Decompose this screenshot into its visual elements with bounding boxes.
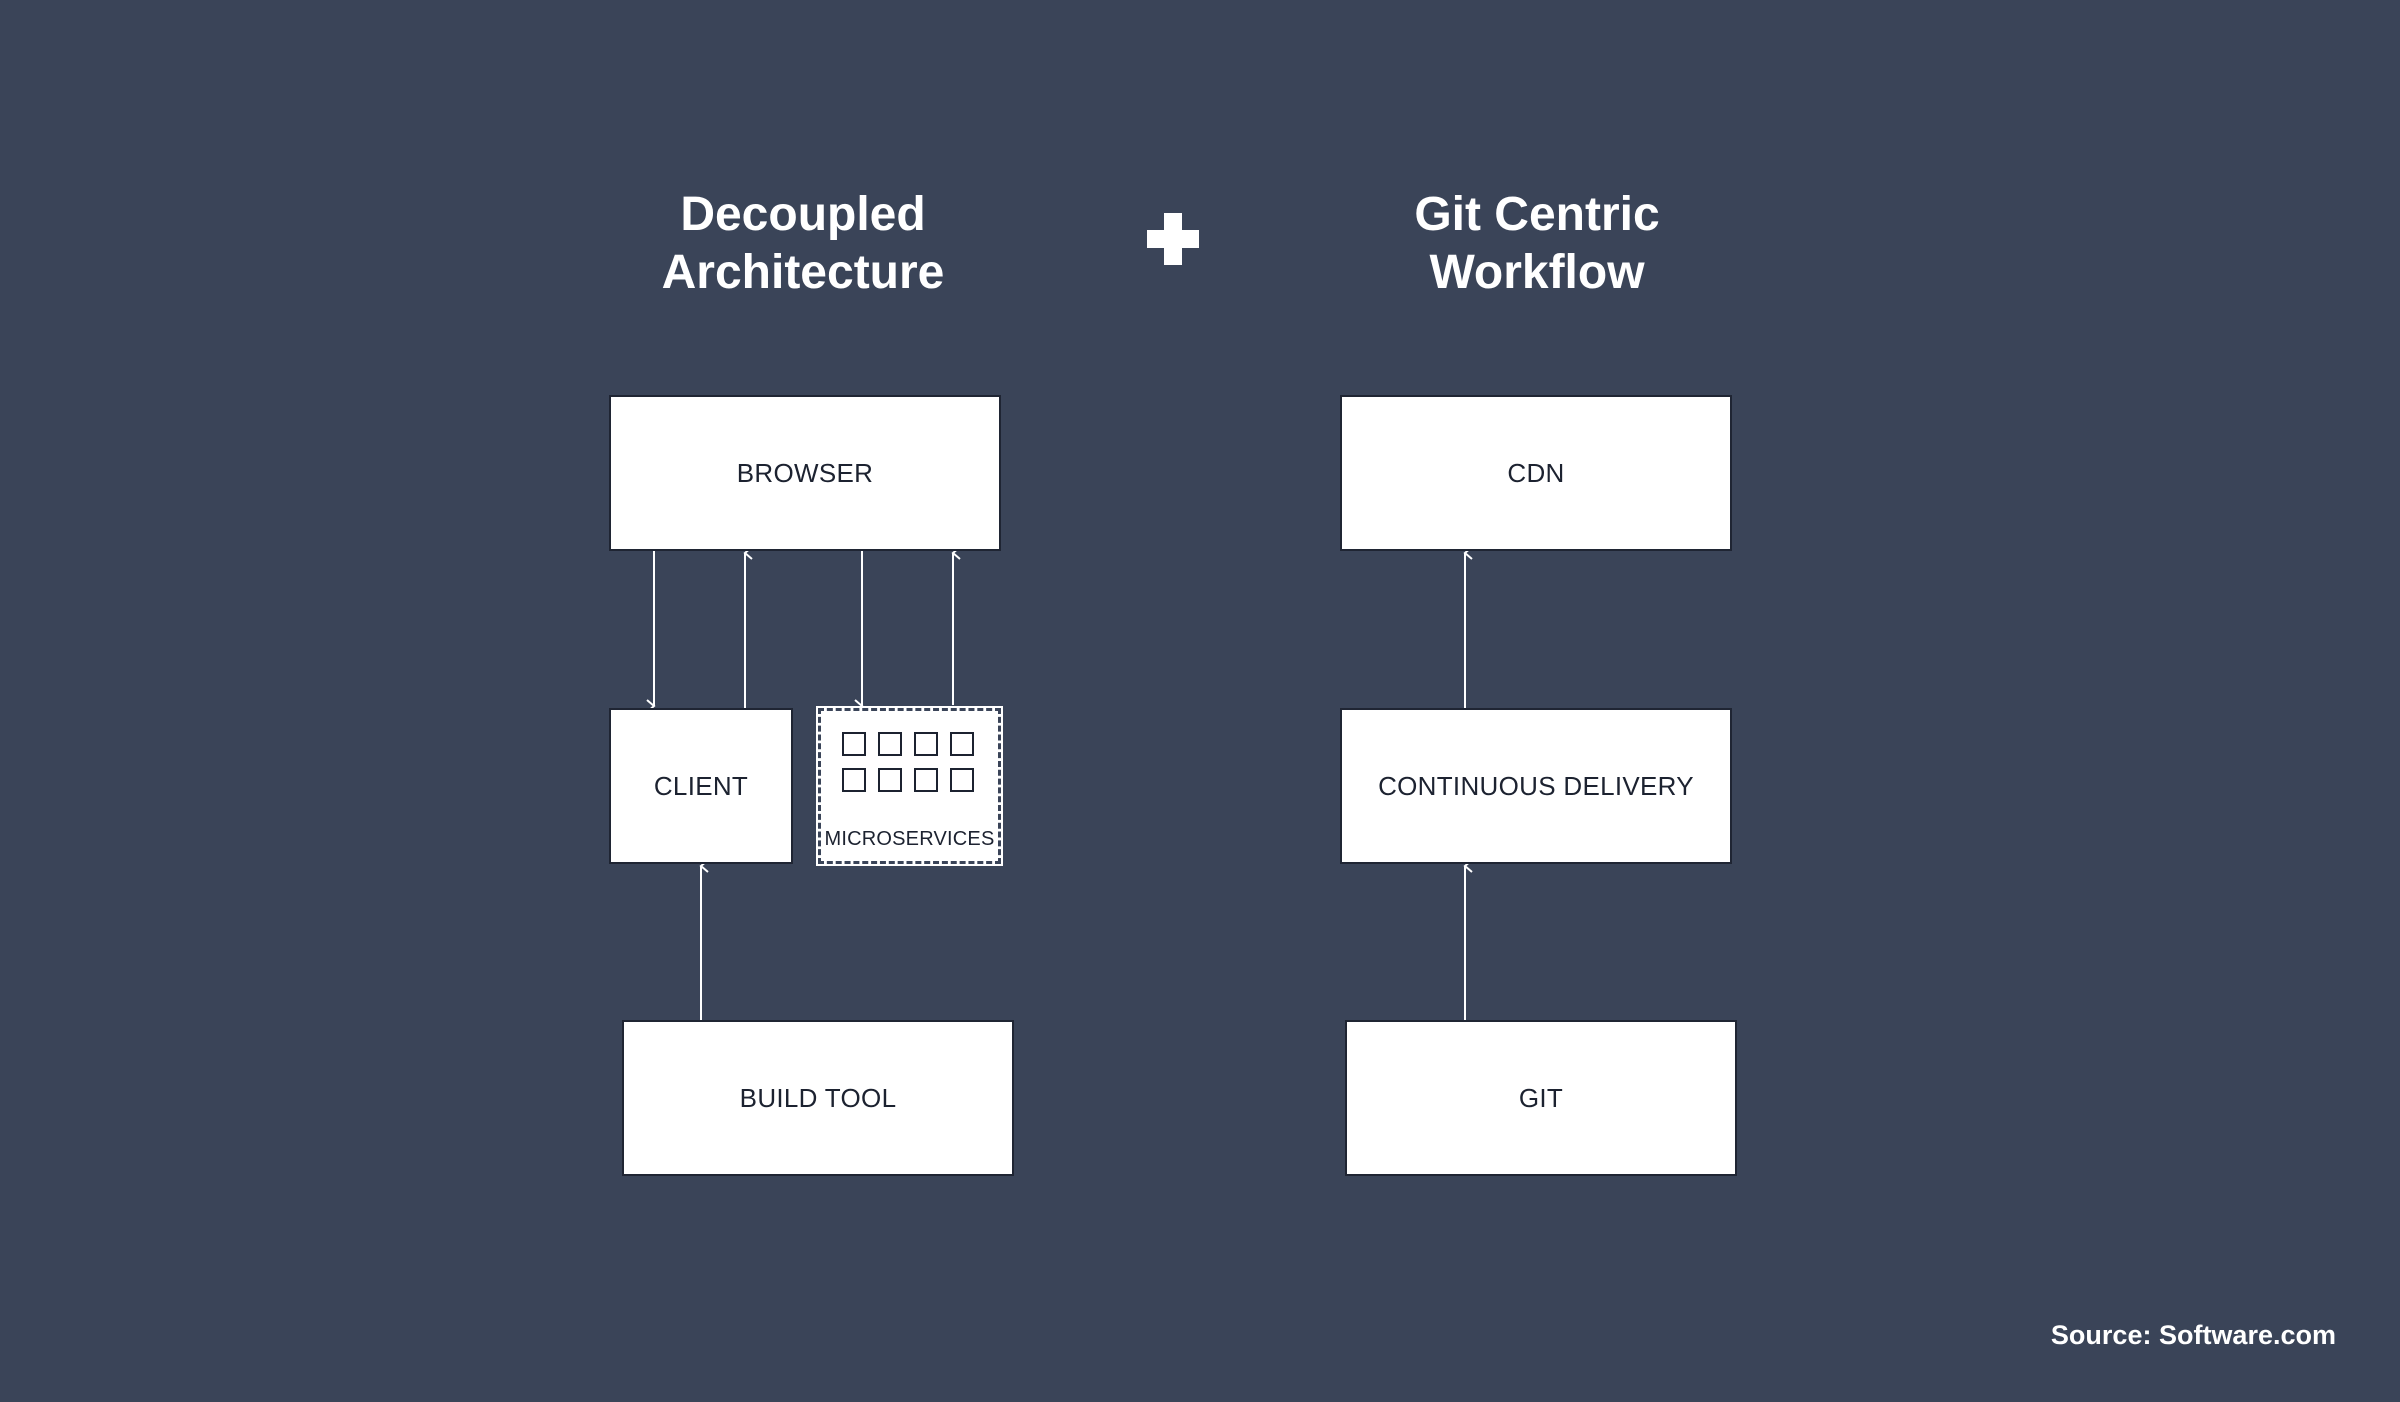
continuous-delivery-label: CONTINUOUS DELIVERY	[1378, 770, 1694, 801]
cdn-box: CDN	[1340, 395, 1732, 551]
title-left-line-2: Architecture	[661, 246, 945, 299]
service-square	[950, 732, 974, 756]
microservices-label: MICROSERVICES	[824, 828, 995, 850]
git-label: GIT	[1518, 1082, 1564, 1113]
microservices-box: MICROSERVICES	[816, 706, 1003, 866]
title-right-line-2: Workflow	[1429, 246, 1645, 299]
continuous-delivery-box: CONTINUOUS DELIVERY	[1340, 708, 1732, 864]
client-box: CLIENT	[609, 708, 793, 864]
service-square	[914, 732, 938, 756]
client-label: CLIENT	[653, 770, 749, 801]
git-box: GIT	[1345, 1020, 1737, 1176]
title-right-line-1: Git Centric	[1414, 188, 1660, 241]
title-git-centric-workflow: Git Centric Workflow	[1337, 186, 1737, 302]
source-credit: Source: Software.com	[2050, 1320, 2336, 1350]
service-square	[878, 768, 902, 792]
microservices-grid-icon	[842, 732, 974, 792]
plus-icon	[1147, 213, 1199, 265]
browser-label: BROWSER	[736, 457, 874, 488]
title-decoupled-architecture: Decoupled Architecture	[603, 186, 1003, 302]
build-tool-box: BUILD TOOL	[622, 1020, 1014, 1176]
service-square	[842, 768, 866, 792]
service-square	[842, 732, 866, 756]
service-square	[914, 768, 938, 792]
title-left-line-1: Decoupled	[680, 188, 926, 241]
build-tool-label: BUILD TOOL	[739, 1082, 897, 1113]
cdn-label: CDN	[1507, 457, 1565, 488]
service-square	[950, 768, 974, 792]
service-square	[878, 732, 902, 756]
browser-box: BROWSER	[609, 395, 1001, 551]
